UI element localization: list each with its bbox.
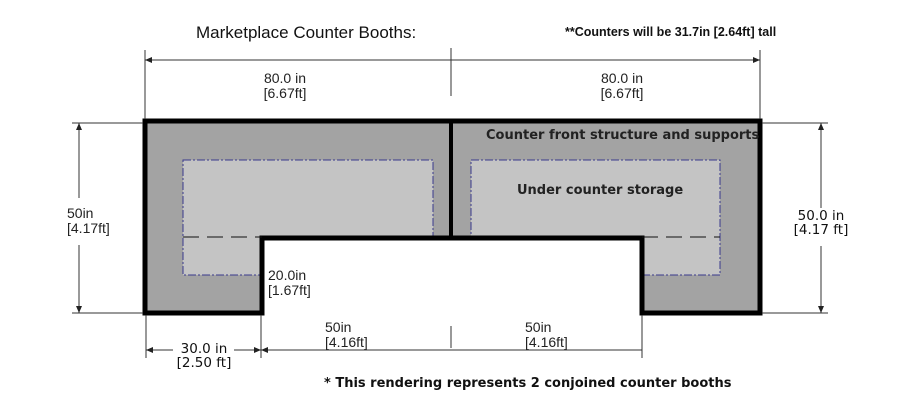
dim-top-right-ft: [6.67ft] xyxy=(600,84,644,101)
dim-left-height-in: 50in xyxy=(67,205,94,221)
dim-notch-depth-in: 20.0in xyxy=(268,267,307,283)
dim-right-height-in: 50.0 in xyxy=(797,208,845,224)
dim-right-height-ft: [4.17 ft] xyxy=(793,222,849,239)
dim-bottom-mid-left-ft: [4.16ft] xyxy=(325,333,368,350)
dim-bottom-leg: 30.0 in [2.50 ft] xyxy=(168,341,240,372)
label-front-structure: Counter front structure and supports xyxy=(486,128,760,143)
height-note: **Counters will be 31.7in [2.64ft] tall xyxy=(565,25,777,39)
label-storage: Under counter storage xyxy=(517,183,684,198)
counter-outline xyxy=(142,118,763,316)
dim-top-left: 80.0 in [6.67ft] xyxy=(245,71,325,100)
dim-bottom-leg-in: 30.0 in xyxy=(180,341,228,357)
dimension-lines xyxy=(72,48,828,358)
dim-bottom-mid-left-in: 50in xyxy=(325,319,352,335)
dim-bottom-mid-right: 50in [4.16ft] xyxy=(525,320,568,349)
storage-right xyxy=(470,159,721,276)
dim-notch-depth: 20.0in [1.67ft] xyxy=(268,268,311,297)
dim-left-height: 50in [4.17ft] xyxy=(67,206,110,235)
dim-bottom-mid-left: 50in [4.16ft] xyxy=(325,320,368,349)
dim-top-right-in: 80.0 in xyxy=(600,70,644,86)
dim-right-height: 50.0 in [4.17 ft] xyxy=(785,208,857,239)
dim-bottom-leg-ft: [2.50 ft] xyxy=(176,355,232,372)
page-title: Marketplace Counter Booths: xyxy=(196,23,417,42)
dimension-arrows xyxy=(76,57,824,353)
dim-bottom-mid-right-ft: [4.16ft] xyxy=(525,333,568,350)
dim-top-left-ft: [6.67ft] xyxy=(263,84,307,101)
dim-notch-depth-ft: [1.67ft] xyxy=(268,281,311,298)
dim-top-right: 80.0 in [6.67ft] xyxy=(582,71,662,100)
dim-top-left-in: 80.0 in xyxy=(263,70,307,86)
storage-left xyxy=(182,159,434,276)
dim-bottom-mid-right-in: 50in xyxy=(525,319,552,335)
footnote: * This rendering represents 2 conjoined … xyxy=(324,376,732,391)
dim-left-height-ft: [4.17ft] xyxy=(67,219,110,236)
